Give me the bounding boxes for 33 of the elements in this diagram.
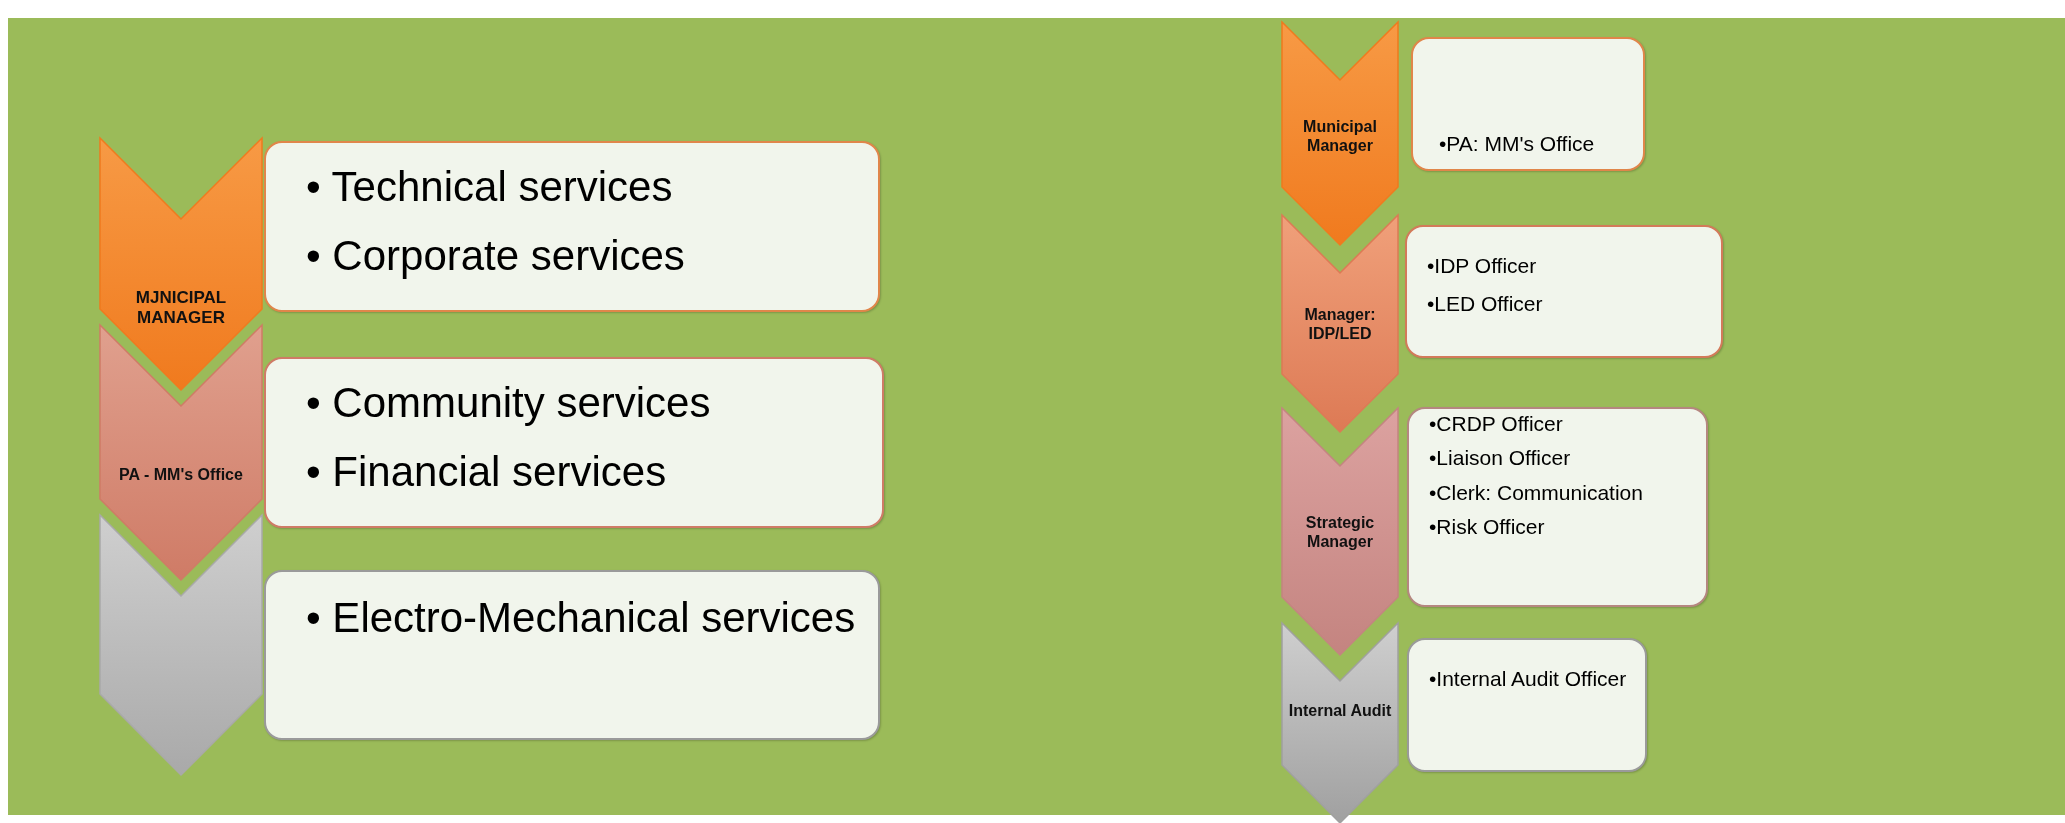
list-item: •CRDP Officer xyxy=(1429,411,1564,437)
role-label: Manager: IDP/LED xyxy=(1303,305,1377,344)
chevron-shape xyxy=(1282,623,1398,823)
text-panel xyxy=(264,570,880,740)
list-item: •PA: MM's Office xyxy=(1439,131,1596,157)
text-panel xyxy=(1407,638,1647,772)
text-panel xyxy=(1411,37,1645,171)
role-label: MJNICIPAL MANAGER xyxy=(134,288,228,329)
list-item: • Technical services xyxy=(306,162,674,212)
chevron-shape xyxy=(1282,408,1398,655)
role-label: PA - MM's Office xyxy=(118,465,244,485)
role-label: Internal Audit xyxy=(1287,701,1393,721)
chevron-shape xyxy=(100,515,262,775)
list-item: •Risk Officer xyxy=(1429,513,1546,540)
role-label: Strategic Manager xyxy=(1304,513,1376,552)
text-panel xyxy=(264,357,884,528)
text-panel xyxy=(1405,225,1723,358)
text-panel xyxy=(264,141,880,312)
list-item: •IDP Officer xyxy=(1427,253,1538,279)
list-item: • Community services xyxy=(306,378,712,428)
list-item: •Internal Audit Officer xyxy=(1429,666,1628,692)
chevron-shape xyxy=(1282,22,1398,245)
list-item: • Financial services xyxy=(306,446,668,497)
chevron-shape xyxy=(1282,215,1398,432)
list-item: •Liaison Officer xyxy=(1429,445,1572,472)
list-item: • Corporate services xyxy=(306,230,686,281)
list-item: • Electro-Mechanical services xyxy=(306,593,857,643)
chevron-shape xyxy=(100,325,262,580)
chevron-shape xyxy=(100,138,262,390)
list-item: •LED Officer xyxy=(1427,291,1544,318)
role-label: Municipal Manager xyxy=(1302,117,1378,156)
list-item: •Clerk: Communication xyxy=(1429,479,1644,506)
text-panel xyxy=(1407,407,1708,607)
